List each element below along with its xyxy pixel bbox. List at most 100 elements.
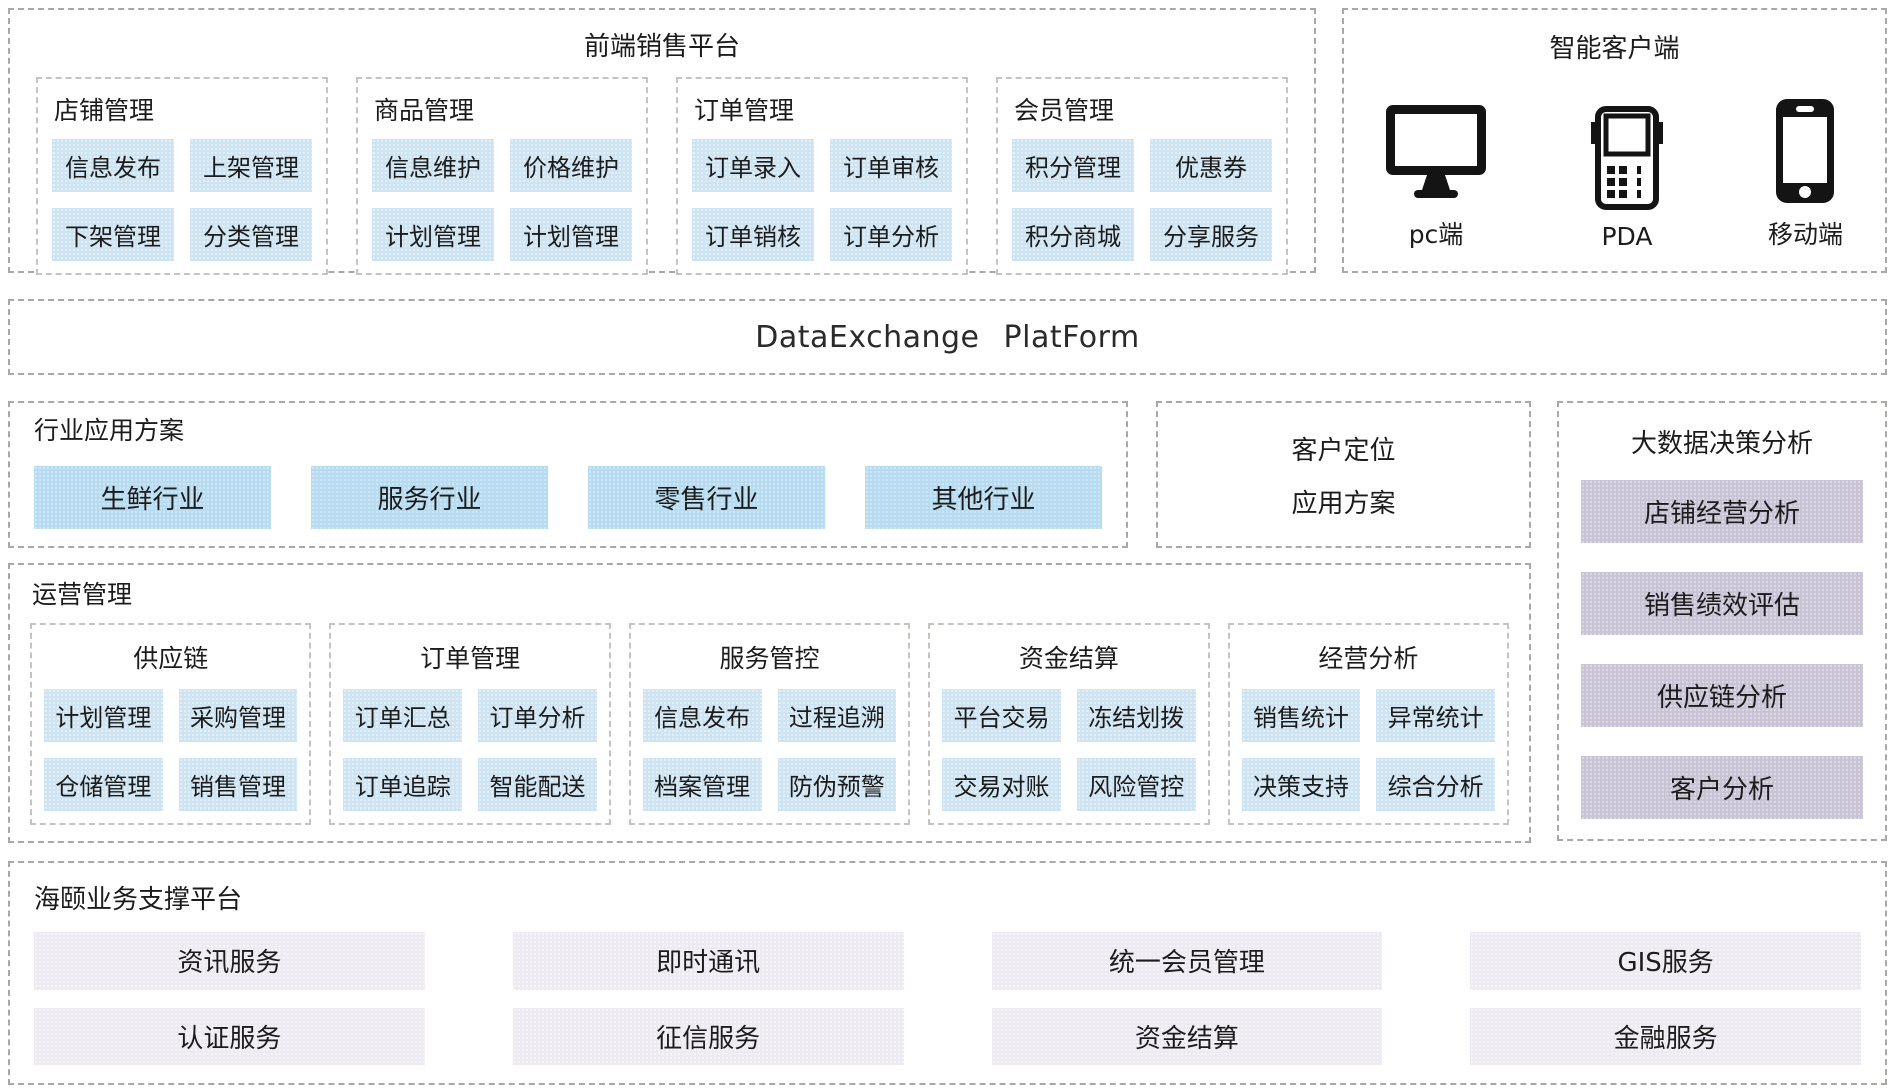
group-service-control: 服务管控 信息发布 过程追溯 档案管理 防伪预警 <box>628 623 911 825</box>
group-title: 服务管控 <box>719 644 820 673</box>
industry-solutions-panel: 行业应用方案 生鲜行业 服务行业 零售行业 其他行业 <box>8 401 1128 548</box>
group-business-analysis: 经营分析 销售统计 异常统计 决策支持 综合分析 <box>1227 623 1510 825</box>
group-supply-chain: 供应链 计划管理 采购管理 仓储管理 销售管理 <box>30 623 312 825</box>
device-pda: PDA <box>1589 106 1665 251</box>
module-chip: 智能配送 <box>478 758 597 811</box>
group-chips: 销售统计 异常统计 决策支持 综合分析 <box>1241 689 1496 811</box>
support-title: 海颐业务支撑平台 <box>34 885 243 915</box>
module-chip: 过程追溯 <box>777 689 897 742</box>
operations-groups: 供应链 计划管理 采购管理 仓储管理 销售管理 订单管理 订单汇总 订单分析 <box>30 623 1510 825</box>
platform-architecture-diagram: 前端销售平台 店铺管理 信息发布 上架管理 下架管理 分类管理 商品管理 信息维… <box>8 8 1887 1085</box>
operations-title: 运营管理 <box>32 580 133 609</box>
module-chip: 档案管理 <box>642 758 762 811</box>
support-platform-panel: 海颐业务支撑平台 资讯服务 即时通讯 统一会员管理 GIS服务 认证服务 征信服… <box>8 861 1887 1085</box>
group-title: 会员管理 <box>1014 96 1115 125</box>
industry-title: 行业应用方案 <box>34 416 185 445</box>
module-chip: 信息发布 <box>642 689 762 742</box>
service-chip: GIS服务 <box>1470 932 1861 990</box>
group-title: 订单管理 <box>694 96 795 125</box>
spacer <box>8 375 1887 401</box>
industry-chip: 服务行业 <box>311 466 548 529</box>
module-chip: 计划管理 <box>44 689 163 742</box>
device-mobile: 移动端 <box>1768 99 1843 251</box>
module-chip: 分享服务 <box>1150 208 1272 261</box>
module-chip: 交易对账 <box>942 758 1061 811</box>
analysis-chip: 供应链分析 <box>1581 664 1863 727</box>
module-chip: 计划管理 <box>372 208 494 261</box>
analysis-chip: 客户分析 <box>1581 756 1863 819</box>
bigdata-chips: 店铺经营分析 销售绩效评估 供应链分析 客户分析 <box>1581 480 1863 819</box>
module-chip: 综合分析 <box>1376 758 1496 811</box>
module-chip: 优惠券 <box>1150 139 1272 192</box>
device-label: 移动端 <box>1767 220 1843 249</box>
service-chip: 资金结算 <box>991 1007 1383 1065</box>
module-chip: 上架管理 <box>190 139 312 192</box>
frontend-panel-title: 前端销售平台 <box>583 32 740 62</box>
group-product-management: 商品管理 信息维护 价格维护 计划管理 计划管理 <box>356 77 648 275</box>
industry-chips: 生鲜行业 服务行业 零售行业 其他行业 <box>32 459 1104 536</box>
frontend-groups: 店铺管理 信息发布 上架管理 下架管理 分类管理 商品管理 信息维护 价格维护 … <box>28 77 1296 275</box>
group-chips: 信息维护 价格维护 计划管理 计划管理 <box>372 139 632 261</box>
top-row: 前端销售平台 店铺管理 信息发布 上架管理 下架管理 分类管理 商品管理 信息维… <box>8 8 1887 275</box>
middle-row: 行业应用方案 生鲜行业 服务行业 零售行业 其他行业 客户定位 应用方案 运营管… <box>8 401 1887 843</box>
module-chip: 订单汇总 <box>343 689 463 742</box>
group-chips: 计划管理 采购管理 仓储管理 销售管理 <box>44 689 298 811</box>
service-chip: 即时通讯 <box>512 932 904 990</box>
industry-chip: 其他行业 <box>865 466 1102 529</box>
client-devices: pc端 <box>1374 79 1855 255</box>
module-chip: 订单分析 <box>830 208 952 261</box>
service-chip: 金融服务 <box>1470 1007 1861 1065</box>
group-member-management: 会员管理 积分管理 优惠券 积分商城 分享服务 <box>996 77 1288 275</box>
module-chip: 销售统计 <box>1241 689 1361 742</box>
group-title: 订单管理 <box>420 644 521 673</box>
module-chip: 价格维护 <box>510 139 632 192</box>
module-chip: 异常统计 <box>1376 689 1496 742</box>
module-chip: 积分商城 <box>1012 208 1134 261</box>
group-fund-settlement: 资金结算 平台交易 冻结划拨 交易对账 风险管控 <box>928 623 1210 825</box>
group-title: 资金结算 <box>1018 644 1119 673</box>
module-chip: 决策支持 <box>1241 758 1361 811</box>
device-label: pc端 <box>1408 220 1464 249</box>
pda-icon <box>1589 106 1665 210</box>
module-chip: 下架管理 <box>52 208 174 261</box>
service-chip: 统一会员管理 <box>991 932 1383 990</box>
smart-client-panel: 智能客户端 pc端 <box>1342 8 1887 273</box>
frontend-sales-platform-panel: 前端销售平台 店铺管理 信息发布 上架管理 下架管理 分类管理 商品管理 信息维… <box>8 8 1316 275</box>
module-chip: 积分管理 <box>1012 139 1134 192</box>
group-store-management: 店铺管理 信息发布 上架管理 下架管理 分类管理 <box>36 77 328 275</box>
group-title: 经营分析 <box>1318 644 1419 673</box>
device-label: PDA <box>1601 222 1653 251</box>
service-chip: 认证服务 <box>34 1007 425 1065</box>
module-chip: 风险管控 <box>1076 758 1196 811</box>
module-chip: 分类管理 <box>190 208 312 261</box>
industry-band: 行业应用方案 生鲜行业 服务行业 零售行业 其他行业 客户定位 应用方案 <box>8 401 1531 548</box>
group-title: 商品管理 <box>374 96 475 125</box>
industry-chip: 零售行业 <box>588 466 825 529</box>
group-chips: 订单汇总 订单分析 订单追踪 智能配送 <box>343 689 597 811</box>
industry-chip: 生鲜行业 <box>34 466 271 529</box>
module-chip: 销售管理 <box>178 758 298 811</box>
module-chip: 信息维护 <box>372 139 494 192</box>
group-order-management: 订单管理 订单录入 订单审核 订单销核 订单分析 <box>676 77 968 275</box>
desktop-icon <box>1386 105 1486 203</box>
spacer <box>8 841 1887 861</box>
module-chip: 冻结划拨 <box>1076 689 1196 742</box>
group-chips: 平台交易 冻结划拨 交易对账 风险管控 <box>942 689 1196 811</box>
service-chip: 资讯服务 <box>34 932 425 990</box>
support-services: 资讯服务 即时通讯 统一会员管理 GIS服务 认证服务 征信服务 资金结算 金融… <box>34 932 1861 1065</box>
data-exchange-title: DataExchange PlatForm <box>755 319 1140 355</box>
spacer <box>8 273 1887 299</box>
group-chips: 订单录入 订单审核 订单销核 订单分析 <box>692 139 952 261</box>
module-chip: 仓储管理 <box>44 758 163 811</box>
analysis-chip: 店铺经营分析 <box>1581 480 1863 543</box>
group-title: 店铺管理 <box>54 96 155 125</box>
bigdata-analysis-panel: 大数据决策分析 店铺经营分析 销售绩效评估 供应链分析 客户分析 <box>1557 401 1887 841</box>
module-chip: 订单销核 <box>692 208 814 261</box>
module-chip: 订单审核 <box>830 139 952 192</box>
smart-client-title: 智能客户端 <box>1549 34 1680 64</box>
operations-panel: 运营管理 供应链 计划管理 采购管理 仓储管理 销售管理 订单管理 <box>8 563 1531 843</box>
module-chip: 订单分析 <box>478 689 597 742</box>
group-chips: 积分管理 优惠券 积分商城 分享服务 <box>1012 139 1272 261</box>
module-chip: 订单追踪 <box>343 758 463 811</box>
analysis-chip: 销售绩效评估 <box>1581 572 1863 635</box>
